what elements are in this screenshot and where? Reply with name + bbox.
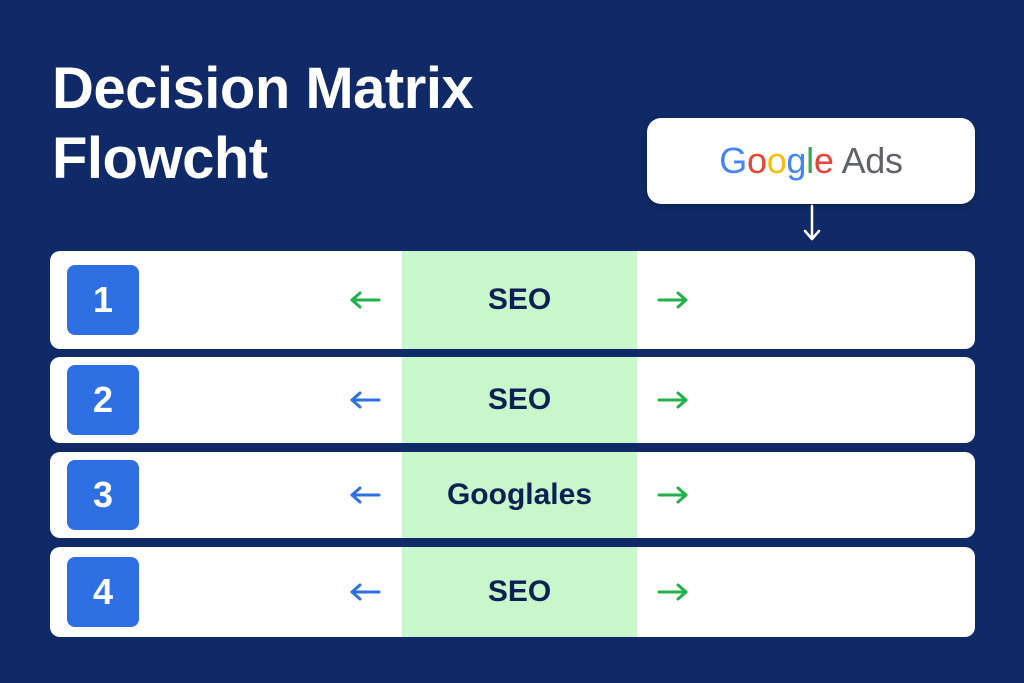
left-arrow-icon: [350, 486, 381, 504]
matrix-row: SEO 2: [50, 357, 975, 443]
left-arrow-icon: [350, 583, 381, 601]
title-line-1: Decision Matrix: [52, 56, 474, 121]
row-label: SEO: [402, 547, 637, 637]
logo-letter: e: [813, 140, 834, 181]
right-arrow-icon: [657, 291, 688, 309]
right-arrow-icon: [657, 583, 688, 601]
matrix-row: SEO 1: [50, 251, 975, 349]
ads-label: Ads: [841, 140, 903, 181]
matrix-row: SEO 4: [50, 547, 975, 637]
down-arrow-icon: [803, 204, 821, 241]
right-arrow-icon: [657, 391, 688, 409]
diagram-title: Decision Matrix Flowcht: [52, 54, 474, 194]
row-label: Googlales: [402, 452, 637, 538]
logo-letter: l: [806, 140, 814, 181]
row-label: SEO: [402, 357, 637, 443]
google-wordmark: Google: [719, 140, 834, 181]
right-arrow-icon: [657, 486, 688, 504]
left-arrow-icon: [350, 391, 381, 409]
title-line-2: Flowcht: [52, 126, 268, 191]
logo-letter: o: [746, 140, 767, 181]
logo-letter: g: [786, 140, 807, 181]
row-number-badge: 3: [67, 460, 139, 530]
matrix-row: Googlales 3: [50, 452, 975, 538]
row-number-badge: 1: [67, 265, 139, 335]
row-label: SEO: [402, 251, 637, 349]
logo-letter: G: [719, 140, 747, 181]
row-number-badge: 4: [67, 557, 139, 627]
left-arrow-icon: [350, 291, 381, 309]
logo-letter: o: [766, 140, 787, 181]
row-number-badge: 2: [67, 365, 139, 435]
